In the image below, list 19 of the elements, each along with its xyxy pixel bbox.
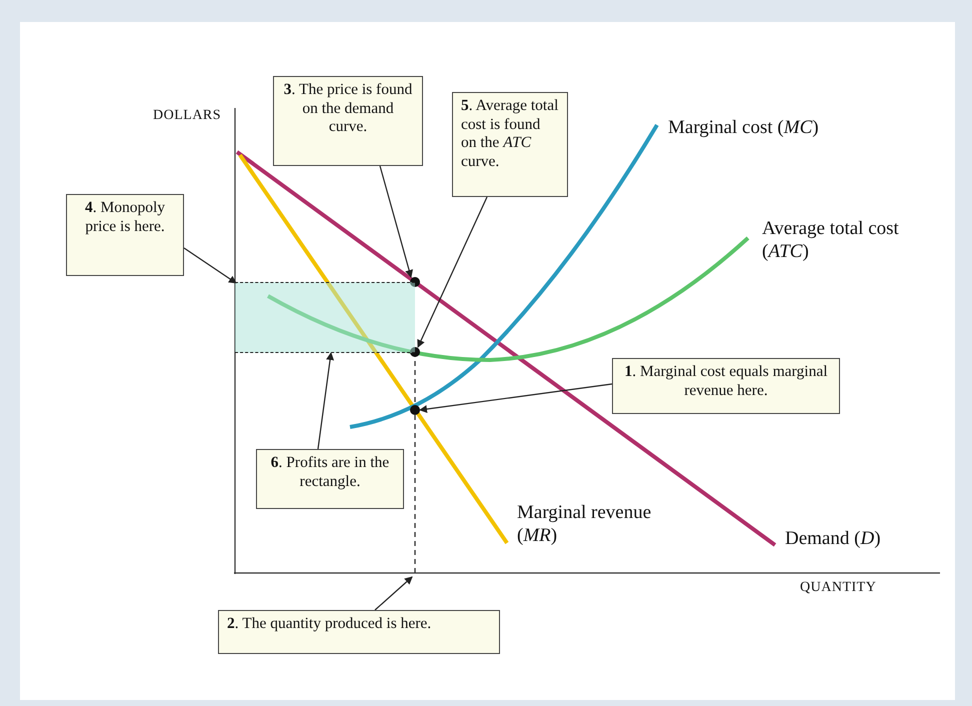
leader-line bbox=[379, 166, 413, 278]
leader-line bbox=[317, 352, 334, 450]
axis-label: QUANTITY bbox=[800, 580, 876, 596]
callout-box: 2. The quantity produced is here. bbox=[218, 610, 500, 654]
callout-box: 3. The price is found on the demand curve. bbox=[273, 76, 423, 166]
leader-line bbox=[417, 196, 488, 348]
callout-box: 5. Average total cost is found on the ATC curve. bbox=[452, 92, 568, 197]
callout-box: 1. Marginal cost equals marginal revenue here. bbox=[612, 358, 840, 414]
curve-label: Demand (D) bbox=[785, 528, 881, 551]
leader-line bbox=[419, 383, 612, 414]
leader-line bbox=[184, 248, 237, 284]
profit-rectangle bbox=[235, 282, 415, 353]
leader-line bbox=[374, 576, 413, 610]
curve-label: Average total cost (ATC) bbox=[762, 218, 900, 264]
callout-box: 6. Profits are in the rectangle. bbox=[256, 449, 404, 509]
axis-label: DOLLARS bbox=[153, 108, 222, 124]
curve-label: Marginal cost (MC) bbox=[668, 117, 819, 140]
callout-box: 4. Monopoly price is here. bbox=[66, 194, 184, 276]
curve-label: Marginal revenue (MR) bbox=[517, 502, 652, 548]
